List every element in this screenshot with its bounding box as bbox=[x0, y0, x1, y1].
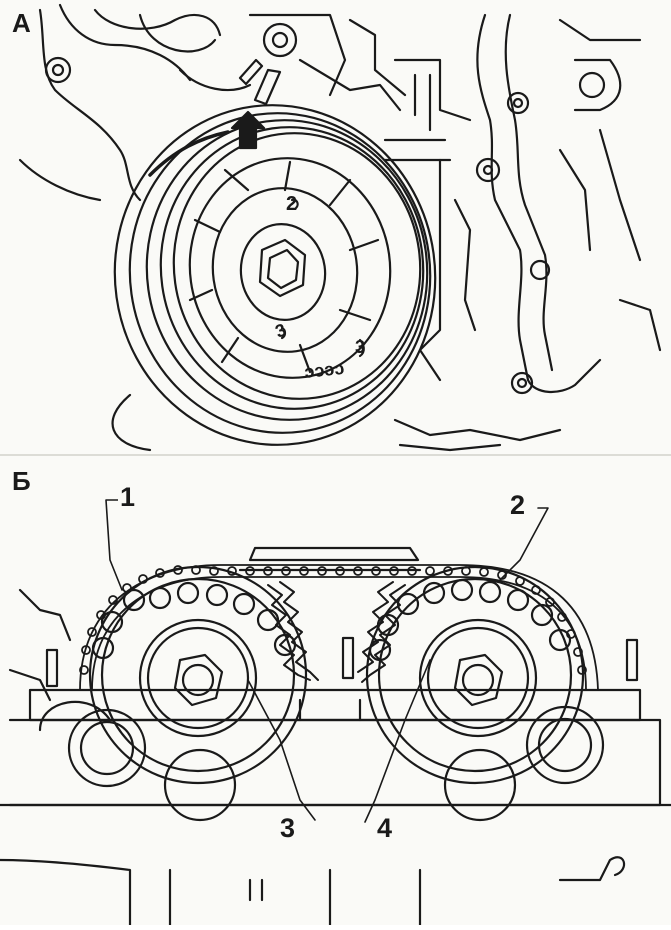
engine-block-outline bbox=[18, 3, 562, 452]
callout-4: 4 bbox=[375, 813, 395, 843]
callout-3: 3 bbox=[278, 813, 298, 843]
pulley-mark-c: 3 bbox=[355, 337, 365, 357]
chain-slack-left bbox=[267, 581, 319, 681]
timing-chain bbox=[79, 564, 599, 691]
rotation-arrow bbox=[148, 110, 266, 177]
pulley-mark-a: 2 bbox=[286, 193, 297, 215]
pulley-mark-d: ɔɔɔɔ bbox=[303, 358, 345, 382]
pulley-bolt bbox=[258, 238, 307, 298]
bracket-assembly bbox=[475, 13, 662, 395]
exhaust-camshaft-sprocket bbox=[365, 565, 585, 785]
callout-1: 1 bbox=[118, 482, 138, 512]
chain-slack-right bbox=[357, 581, 406, 683]
cylinder-head bbox=[0, 588, 671, 927]
panel-label-a: А bbox=[10, 8, 33, 38]
callout-leaders bbox=[105, 499, 549, 823]
pulley-mark-b: 3 bbox=[273, 320, 289, 342]
timing-pointer bbox=[253, 68, 282, 106]
studs bbox=[45, 636, 639, 688]
panel-label-b: Б bbox=[10, 466, 33, 496]
crankshaft-pulley bbox=[113, 104, 437, 446]
callout-2: 2 bbox=[508, 490, 528, 520]
pulley-mark-notches bbox=[280, 198, 365, 358]
